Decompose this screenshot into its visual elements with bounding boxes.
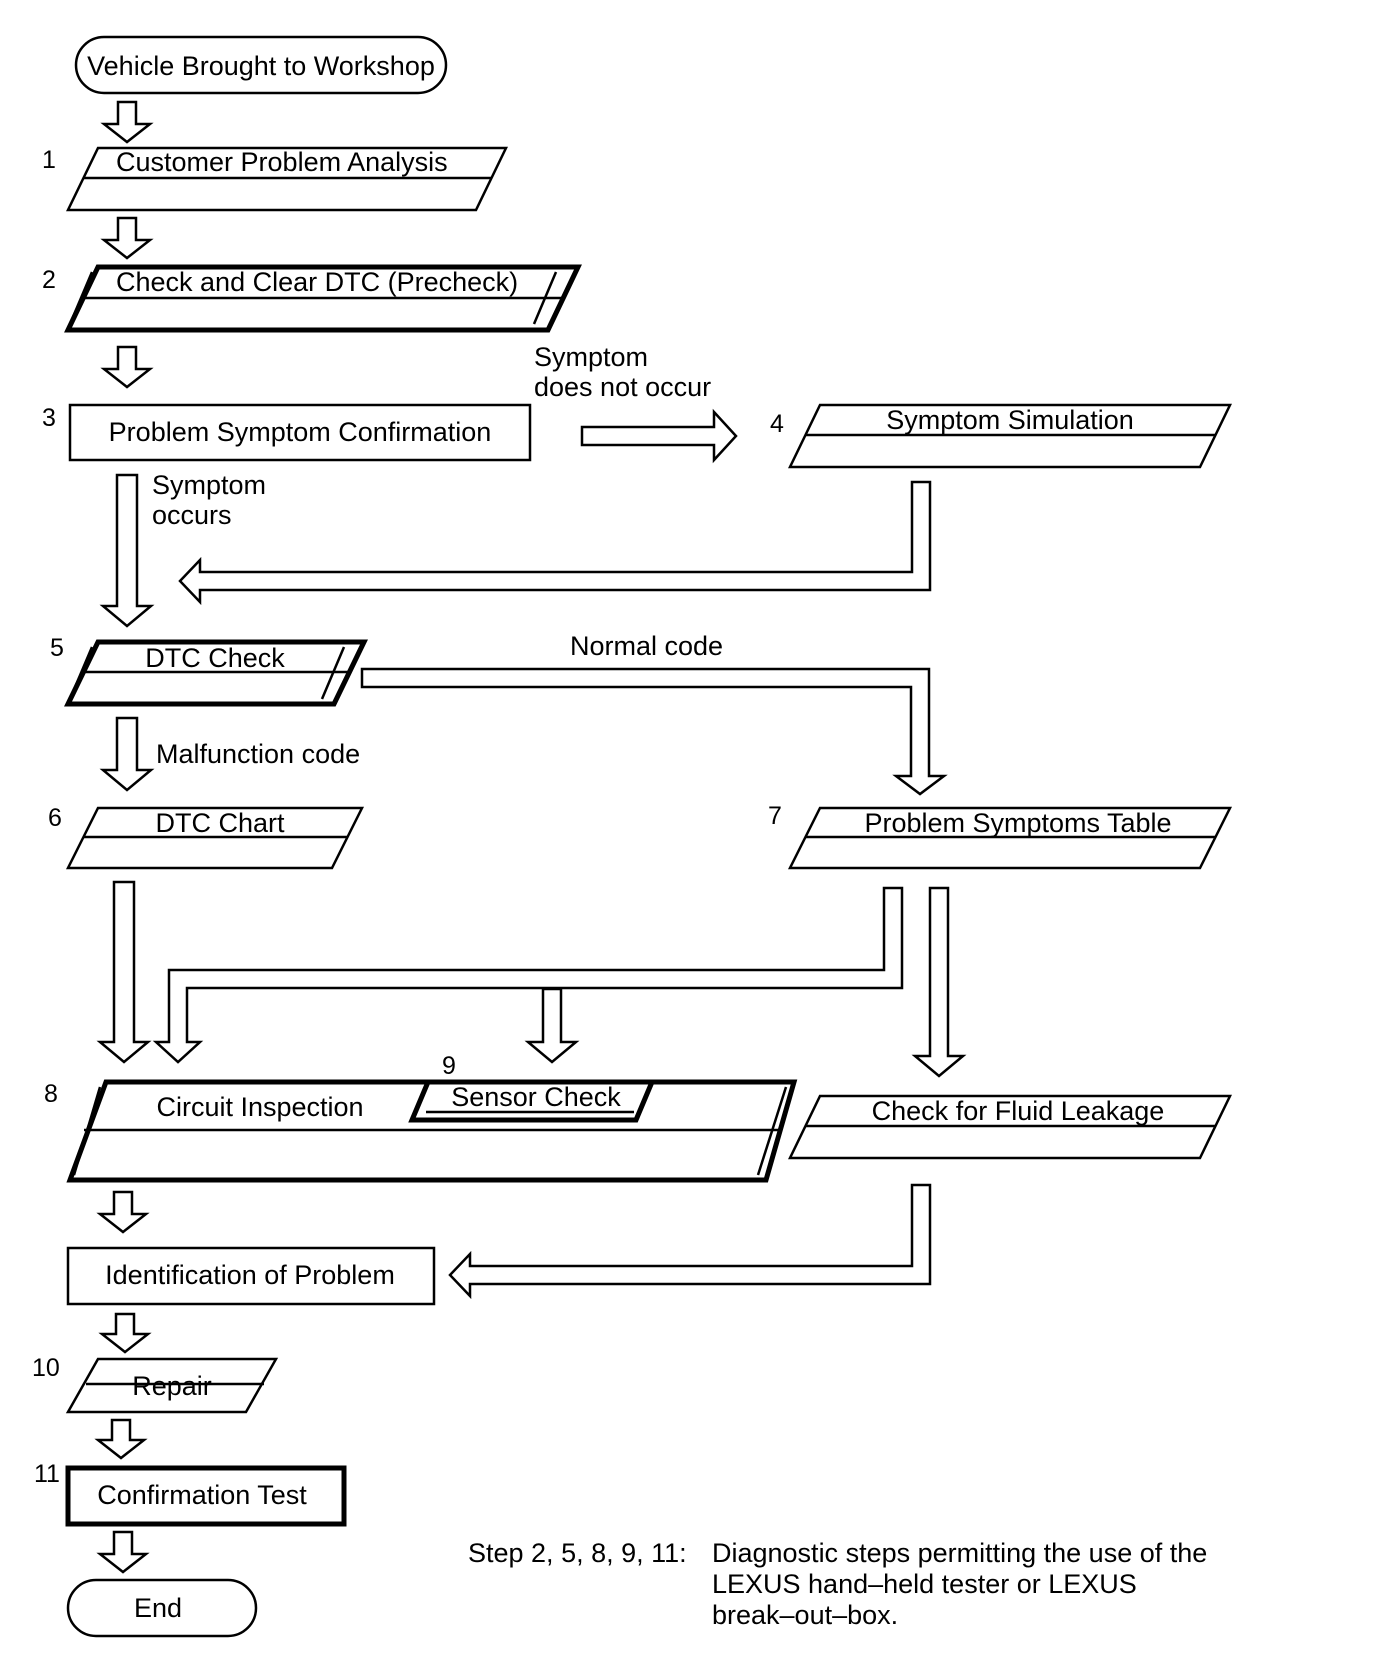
- arrow-7-to-8: [152, 886, 904, 1064]
- node-sensor-check-label: Sensor Check: [451, 1082, 621, 1112]
- arrow-3-to-4: [580, 408, 738, 464]
- label-symptom-does-not-occur-2: does not occur: [534, 372, 711, 402]
- node-end: End: [66, 1578, 258, 1638]
- label-symptom-does-not-occur-1: Symptom: [534, 342, 648, 372]
- node-sensor-check: Sensor Check: [408, 1079, 656, 1123]
- node-customer-problem-analysis: Customer Problem Analysis: [66, 146, 508, 212]
- node-check-for-fluid-leakage-label: Check for Fluid Leakage: [872, 1096, 1165, 1126]
- node-repair: Repair: [65, 1357, 279, 1414]
- node-end-label: End: [134, 1593, 182, 1623]
- node-start: Vehicle Brought to Workshop: [74, 35, 448, 95]
- node-repair-label: Repair: [132, 1371, 212, 1401]
- step-number-10: 10: [32, 1354, 60, 1382]
- node-dtc-chart-label: DTC Chart: [155, 808, 285, 838]
- node-circuit-inspection-label: Circuit Inspection: [156, 1092, 363, 1122]
- footnote-steps: Step 2, 5, 8, 9, 11:: [468, 1538, 687, 1568]
- node-identification-of-problem: Identification of Problem: [66, 1246, 436, 1306]
- arrow-5-to-7: [360, 667, 948, 796]
- arrow-4-to-main-flow: [178, 480, 932, 606]
- label-symptom-occurs-2: occurs: [152, 500, 232, 530]
- label-normal-code: Normal code: [570, 631, 723, 661]
- node-symptom-simulation-label: Symptom Simulation: [886, 405, 1134, 435]
- step-number-9: 9: [442, 1052, 456, 1080]
- arrow-fluid-leakage-to-identification: [448, 1183, 932, 1300]
- label-symptom-occurs-1: Symptom: [152, 470, 266, 500]
- node-identification-of-problem-label: Identification of Problem: [105, 1260, 395, 1290]
- node-dtc-check-label: DTC Check: [145, 643, 285, 673]
- arrow-3-to-5: [99, 473, 155, 628]
- node-check-for-fluid-leakage: Check for Fluid Leakage: [788, 1094, 1232, 1160]
- step-number-8: 8: [44, 1080, 58, 1108]
- footnote-line-2: LEXUS hand–held tester or LEXUS: [712, 1569, 1137, 1599]
- node-check-and-clear-dtc-label: Check and Clear DTC (Precheck): [116, 267, 518, 297]
- step-number-1: 1: [42, 146, 56, 174]
- footnote: Step 2, 5, 8, 9, 11: Diagnostic steps pe…: [468, 1538, 1207, 1630]
- node-confirmation-test: Confirmation Test: [65, 1465, 347, 1527]
- node-symptom-simulation: Symptom Simulation: [788, 403, 1232, 469]
- node-dtc-chart: DTC Chart: [65, 806, 365, 870]
- arrow-identification-to-10: [98, 1312, 152, 1354]
- arrow-10-to-11: [94, 1418, 148, 1460]
- step-number-5: 5: [50, 634, 64, 662]
- node-start-label: Vehicle Brought to Workshop: [87, 51, 435, 81]
- arrow-7-to-fluid-leakage: [911, 886, 967, 1078]
- arrow-8-to-identification: [96, 1190, 150, 1234]
- footnote-line-3: break–out–box.: [712, 1600, 898, 1630]
- node-problem-symptom-confirmation: Problem Symptom Confirmation: [68, 403, 532, 462]
- node-customer-problem-analysis-label: Customer Problem Analysis: [116, 147, 448, 177]
- step-number-2: 2: [42, 266, 56, 294]
- label-malfunction-code: Malfunction code: [156, 739, 360, 769]
- node-check-and-clear-dtc: Check and Clear DTC (Precheck): [64, 264, 582, 333]
- step-number-4: 4: [770, 410, 784, 438]
- arrow-11-to-end: [96, 1530, 150, 1574]
- step-number-11: 11: [34, 1460, 60, 1488]
- step-number-3: 3: [42, 404, 56, 432]
- arrow-7-to-9: [524, 987, 580, 1064]
- step-number-6: 6: [48, 804, 62, 832]
- arrow-1-to-2: [100, 216, 154, 260]
- arrow-2-to-3: [100, 345, 154, 389]
- arrow-5-to-6: [99, 716, 155, 792]
- node-problem-symptom-confirmation-label: Problem Symptom Confirmation: [109, 417, 492, 447]
- footnote-line-1: Diagnostic steps permitting the use of t…: [712, 1538, 1207, 1568]
- arrow-start-to-1: [100, 100, 154, 144]
- step-number-7: 7: [768, 802, 782, 830]
- node-confirmation-test-label: Confirmation Test: [97, 1480, 307, 1510]
- node-dtc-check: DTC Check: [64, 639, 368, 707]
- node-problem-symptoms-table: Problem Symptoms Table: [787, 806, 1233, 870]
- node-problem-symptoms-table-label: Problem Symptoms Table: [864, 808, 1171, 838]
- node-circuit-inspection: Circuit Inspection: [66, 1079, 798, 1183]
- arrow-6-to-8: [96, 880, 152, 1064]
